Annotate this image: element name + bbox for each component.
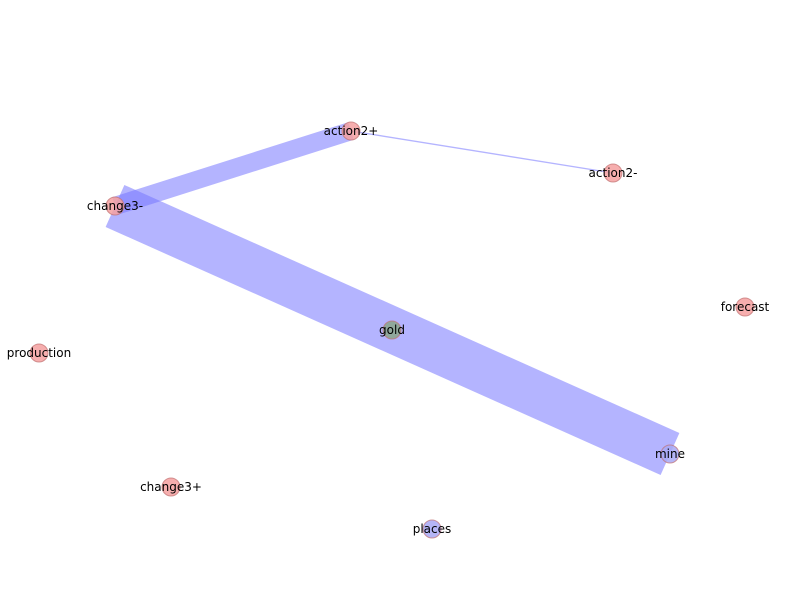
node-production: production [7,343,71,363]
node-circle [422,519,442,539]
edges-layer [105,122,680,475]
node-places: places [413,519,452,539]
node-label: change3- [87,199,143,213]
node-mine: mine [655,444,685,464]
edge-change3--action2+ [112,122,354,215]
node-circle [161,477,181,497]
node-action2+: action2+ [324,121,379,141]
node-circle [105,196,125,216]
node-circle [603,163,623,183]
node-label: forecast [721,300,770,314]
node-circle [660,444,680,464]
node-change3+: change3+ [140,477,202,497]
node-circle [29,343,49,363]
node-circle [341,121,361,141]
node-circle [735,297,755,317]
node-label: action2- [589,166,638,180]
node-change3-: change3- [87,196,143,216]
node-label: places [413,522,452,536]
node-forecast: forecast [721,297,770,317]
node-label: change3+ [140,480,202,494]
node-label: action2+ [324,124,379,138]
node-gold: gold [379,320,405,340]
node-circle [382,320,402,340]
edge-action2+-action2- [350,130,614,174]
node-label: mine [655,447,685,461]
nodes-layer: action2+ action2- change3- forecast gold prod… [7,121,770,539]
node-action2-: action2- [589,163,638,183]
node-label: gold [379,323,405,337]
node-label: production [7,346,71,360]
